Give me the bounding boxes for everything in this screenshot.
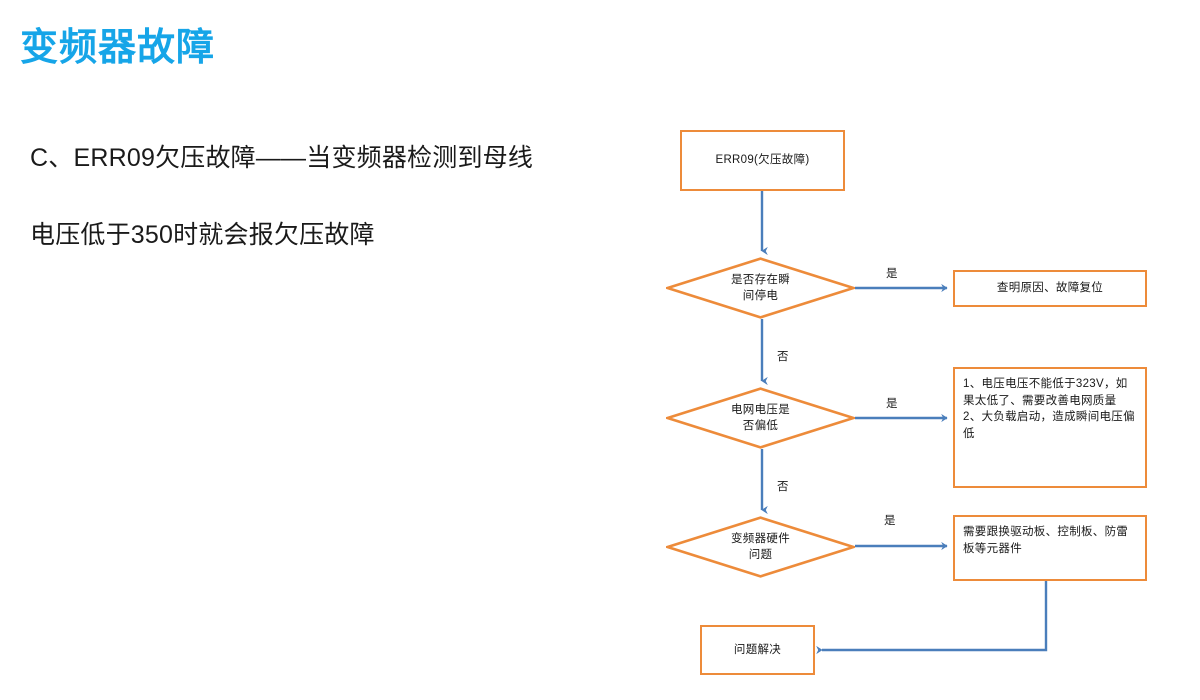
flow-node-start-label: ERR09(欠压故障) bbox=[715, 154, 810, 167]
flow-node-action-find-cause[interactable]: 查明原因、故障复位 bbox=[953, 270, 1147, 307]
edge-label-voltage-yes: 是 bbox=[886, 398, 898, 410]
flow-node-action-replace-boards[interactable]: 需要跟换驱动板、控制板、防雷板等元器件 bbox=[953, 515, 1147, 581]
flow-node-action-voltage-notes-label: 1、电压电压不能低于323V，如果太低了、需要改善电网质量 2、大负载启动，造成… bbox=[963, 378, 1135, 441]
page-title: 变频器故障 bbox=[20, 27, 216, 69]
flow-node-action-find-cause-label: 查明原因、故障复位 bbox=[996, 282, 1104, 295]
diamond-shape bbox=[666, 257, 855, 319]
flow-node-action-replace-boards-label: 需要跟换驱动板、控制板、防雷板等元器件 bbox=[963, 526, 1129, 555]
flow-node-start[interactable]: ERR09(欠压故障) bbox=[680, 130, 845, 191]
edge-label-outage-no: 否 bbox=[777, 351, 789, 363]
flow-node-decision-hardware-label: 变频器硬件 问题 bbox=[731, 532, 790, 561]
flow-node-decision-grid-voltage-label: 电网电压是 否偏低 bbox=[731, 403, 790, 432]
edge-label-voltage-no: 否 bbox=[777, 481, 789, 493]
flow-node-decision-hardware[interactable]: 变频器硬件 问题 bbox=[666, 516, 855, 578]
diamond-shape bbox=[666, 387, 855, 449]
body-text-line-1: C、ERR09欠压故障——当变频器检测到母线 bbox=[30, 144, 534, 172]
flow-node-decision-power-outage-label: 是否存在瞬 间停电 bbox=[731, 273, 790, 302]
flow-node-decision-power-outage[interactable]: 是否存在瞬 间停电 bbox=[666, 257, 855, 319]
flow-node-end[interactable]: 问题解决 bbox=[700, 625, 815, 675]
edge-label-hardware-yes: 是 bbox=[884, 515, 896, 527]
edge-label-outage-yes: 是 bbox=[886, 268, 898, 280]
diamond-shape bbox=[666, 516, 855, 578]
flow-node-decision-grid-voltage[interactable]: 电网电压是 否偏低 bbox=[666, 387, 855, 449]
connector-boards-to-end bbox=[816, 581, 1048, 655]
flow-node-action-voltage-notes[interactable]: 1、电压电压不能低于323V，如果太低了、需要改善电网质量 2、大负载启动，造成… bbox=[953, 367, 1147, 488]
flow-node-end-label: 问题解决 bbox=[733, 643, 782, 656]
body-text-line-2: 电压低于350时就会报欠压故障 bbox=[30, 221, 375, 249]
